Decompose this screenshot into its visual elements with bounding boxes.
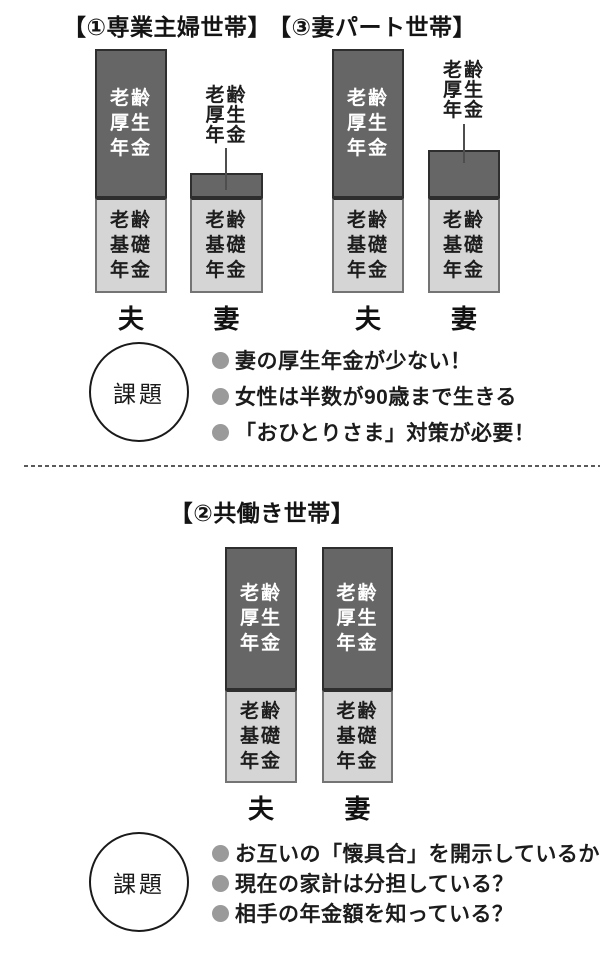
segment-label-kosei: 老齢 厚生 年金 — [336, 583, 379, 654]
segment-kiso-nenkin: 老齢 基礎 年金 — [428, 198, 500, 293]
bullet-dot-icon — [212, 874, 229, 892]
bar-group2-husband: 老齢 厚生 年金 老齢 基礎 年金 — [225, 547, 297, 783]
person-label-group2-husband: 夫 — [247, 794, 274, 824]
issue-item: 相手の年金額を知っている？ — [212, 898, 592, 928]
segment-label-kosei: 老齢 厚生 年金 — [109, 88, 152, 159]
issue-text: 女性は半数が90歳まで生きる — [235, 386, 517, 409]
issues-list-bottom: お互いの「懐具合」を開示しているか 現在の家計は分担している？ 相手の年金額を知… — [212, 838, 599, 928]
dotted-divider — [24, 465, 600, 467]
segment-label-kiso: 老齢 基礎 年金 — [205, 210, 248, 281]
issue-text: 妻の厚生年金が少ない！ — [235, 350, 472, 373]
issue-item: 女性は半数が90歳まで生きる — [212, 378, 592, 414]
segment-kiso-nenkin: 老齢 基礎 年金 — [225, 690, 297, 783]
group1-title: 【①専業主婦世帯】 — [63, 14, 271, 40]
issue-item: お互いの「懐具合」を開示しているか — [212, 838, 599, 868]
bar-group1-wife: 老齢 基礎 年金 — [190, 173, 263, 293]
issues-list-top: 妻の厚生年金が少ない！ 女性は半数が90歳まで生きる 「おひとりさま」対策が必要… — [212, 342, 592, 450]
person-label-group2-wife: 妻 — [344, 794, 371, 824]
bar-group3-husband: 老齢 厚生 年金 老齢 基礎 年金 — [332, 49, 404, 293]
annotation-pointer-line — [463, 124, 465, 163]
issues-badge-top: 課題 — [89, 342, 189, 442]
person-label-group3-husband: 夫 — [354, 304, 381, 334]
segment-label-kiso: 老齢 基礎 年金 — [346, 210, 389, 281]
issue-text: 現在の家計は分担している？ — [235, 873, 514, 896]
issue-text: 「おひとりさま」対策が必要！ — [235, 422, 536, 445]
annotation-kosei-group3-wife: 老齢 厚生 年金 — [442, 60, 485, 121]
bar-group2-wife: 老齢 厚生 年金 老齢 基礎 年金 — [322, 547, 393, 783]
issue-item: 「おひとりさま」対策が必要！ — [212, 414, 592, 450]
segment-label-kiso: 老齢 基礎 年金 — [336, 701, 379, 772]
bullet-dot-icon — [212, 387, 229, 405]
segment-kiso-nenkin: 老齢 基礎 年金 — [332, 198, 404, 293]
bar-group3-wife: 老齢 基礎 年金 — [428, 150, 500, 293]
bullet-dot-icon — [212, 423, 229, 441]
segment-label-kiso: 老齢 基礎 年金 — [239, 701, 282, 772]
issues-badge-bottom: 課題 — [89, 832, 189, 932]
segment-label-kiso: 老齢 基礎 年金 — [442, 210, 485, 281]
segment-kosei-nenkin: 老齢 厚生 年金 — [95, 49, 167, 198]
group3-title: 【③妻パート世帯】 — [268, 14, 476, 40]
segment-kiso-nenkin: 老齢 基礎 年金 — [322, 690, 393, 783]
segment-kosei-nenkin: 老齢 厚生 年金 — [332, 49, 404, 198]
group2-title: 【②共働き世帯】 — [169, 500, 355, 526]
segment-label-kosei: 老齢 厚生 年金 — [239, 583, 282, 654]
issue-item: 妻の厚生年金が少ない！ — [212, 342, 592, 378]
bullet-dot-icon — [212, 351, 229, 369]
bullet-dot-icon — [212, 904, 229, 922]
person-label-group1-wife: 妻 — [213, 304, 240, 334]
bar-group1-husband: 老齢 厚生 年金 老齢 基礎 年金 — [95, 49, 167, 293]
issue-item: 現在の家計は分担している？ — [212, 868, 592, 898]
person-label-group3-wife: 妻 — [450, 304, 477, 334]
bullet-dot-icon — [212, 844, 229, 862]
person-label-group1-husband: 夫 — [117, 304, 144, 334]
issue-text: 相手の年金額を知っている？ — [235, 903, 514, 926]
segment-label-kiso: 老齢 基礎 年金 — [109, 210, 152, 281]
segment-label-kosei: 老齢 厚生 年金 — [346, 88, 389, 159]
segment-kiso-nenkin: 老齢 基礎 年金 — [95, 198, 167, 293]
segment-kiso-nenkin: 老齢 基礎 年金 — [190, 198, 263, 293]
segment-kosei-nenkin: 老齢 厚生 年金 — [322, 547, 393, 690]
annotation-pointer-line — [225, 148, 227, 190]
annotation-kosei-group1-wife: 老齢 厚生 年金 — [205, 85, 248, 146]
issue-text: お互いの「懐具合」を開示しているか — [235, 843, 600, 866]
segment-kosei-nenkin: 老齢 厚生 年金 — [225, 547, 297, 690]
